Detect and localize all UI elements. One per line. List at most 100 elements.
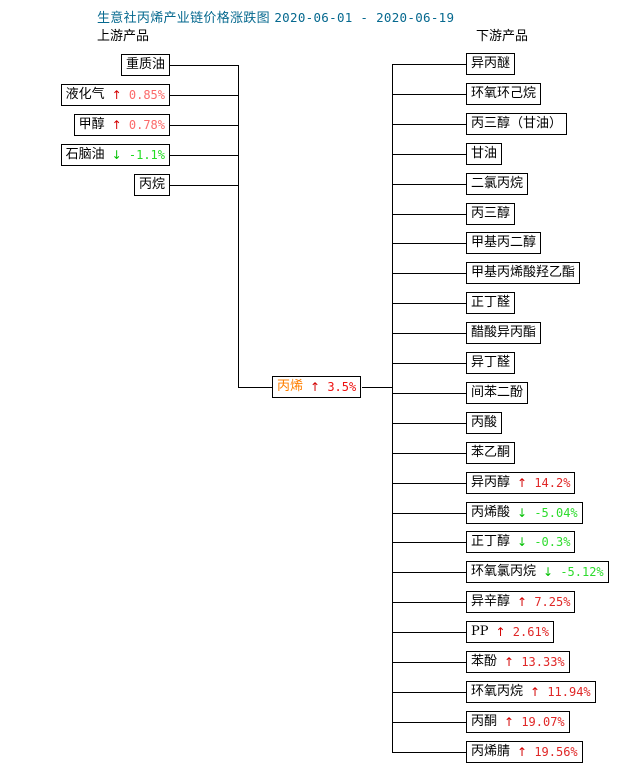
downstream-node[interactable]: PP ↑ 2.61% bbox=[466, 621, 554, 643]
node-change: ↑ 0.85% bbox=[112, 85, 165, 105]
downstream-node[interactable]: 环氧丙烷 ↑ 11.94% bbox=[466, 681, 596, 703]
chart-date-range: 2020-06-01 - 2020-06-19 bbox=[274, 10, 455, 25]
upstream-node[interactable]: 甲醇 ↑ 0.78% bbox=[73, 114, 170, 136]
connector-horizontal bbox=[170, 155, 238, 156]
connector-horizontal bbox=[170, 65, 238, 66]
upstream-node[interactable]: 重质油 bbox=[120, 54, 170, 76]
connector-horizontal bbox=[238, 387, 272, 388]
connector-horizontal bbox=[170, 125, 238, 126]
node-change: ↑ 2.61% bbox=[496, 622, 549, 642]
downstream-node[interactable]: 丙三醇（甘油） bbox=[466, 113, 568, 135]
arrow-up-icon: ↑ bbox=[517, 595, 528, 609]
chart-title: 生意社丙烯产业链价格涨跌图 2020-06-01 - 2020-06-19 bbox=[97, 7, 454, 26]
connector-horizontal bbox=[392, 662, 466, 663]
downstream-node[interactable]: 甲基丙烯酸羟乙酯 bbox=[466, 262, 581, 284]
node-label: 甲基丙烯酸羟乙酯 bbox=[471, 265, 576, 280]
connector-horizontal bbox=[392, 752, 466, 753]
downstream-node[interactable]: 二氯丙烷 bbox=[466, 173, 529, 195]
downstream-node[interactable]: 异辛醇 ↑ 7.25% bbox=[466, 591, 576, 613]
downstream-node[interactable]: 醋酸异丙酯 bbox=[466, 322, 542, 344]
upstream-node[interactable]: 液化气↑ 0.85% bbox=[60, 84, 170, 106]
downstream-node[interactable]: 正丁醛 bbox=[466, 292, 516, 314]
node-change-value: -1.1% bbox=[128, 148, 165, 162]
node-change-value: 2.61% bbox=[512, 625, 549, 639]
connector-horizontal bbox=[392, 184, 466, 185]
connector-horizontal bbox=[392, 513, 466, 514]
node-change: ↑ 7.25% bbox=[517, 592, 570, 612]
node-label: 间苯二酚 bbox=[471, 385, 524, 400]
downstream-node[interactable]: 甲基丙二醇 bbox=[466, 232, 542, 254]
downstream-node[interactable]: 丙烯酸↓ -5.04% bbox=[466, 502, 583, 524]
downstream-node[interactable]: 异丙醚 bbox=[466, 53, 516, 75]
node-label: 环氧丙烷 bbox=[471, 684, 524, 699]
arrow-down-icon: ↓ bbox=[517, 535, 528, 549]
node-label: 重质油 bbox=[125, 57, 165, 72]
node-change: ↑ 19.07% bbox=[504, 712, 565, 732]
node-change-value: -5.04% bbox=[534, 506, 578, 520]
node-label: 异丙醚 bbox=[471, 56, 511, 71]
connector-horizontal bbox=[392, 214, 466, 215]
connector-horizontal bbox=[362, 387, 392, 388]
downstream-node[interactable]: 异丁醛 bbox=[466, 352, 516, 374]
downstream-node[interactable]: 正丁醇↓ -0.3% bbox=[466, 531, 576, 553]
node-label: PP bbox=[471, 624, 489, 639]
node-label: 甲醇 bbox=[78, 117, 105, 132]
node-label: 丙酮 bbox=[471, 714, 498, 729]
arrow-up-icon: ↑ bbox=[517, 476, 528, 490]
node-label: 丙烯腈 bbox=[471, 744, 511, 759]
node-change-value: 7.25% bbox=[534, 595, 571, 609]
downstream-node[interactable]: 间苯二酚 bbox=[466, 382, 529, 404]
connector-horizontal bbox=[392, 273, 466, 274]
downstream-node[interactable]: 苯酚 ↑ 13.33% bbox=[466, 651, 570, 673]
node-change: ↑ 19.56% bbox=[517, 742, 578, 762]
node-change-value: 3.5% bbox=[327, 380, 357, 394]
downstream-node[interactable]: 丙酸 bbox=[466, 412, 503, 434]
connector-horizontal bbox=[392, 453, 466, 454]
center-node[interactable]: 丙烯↑ 3.5% bbox=[272, 376, 362, 398]
connector-horizontal bbox=[392, 154, 466, 155]
node-label: 醋酸异丙酯 bbox=[471, 325, 537, 340]
downstream-node[interactable]: 丙烯腈 ↑ 19.56% bbox=[466, 741, 583, 763]
connector-horizontal bbox=[392, 363, 466, 364]
node-label: 丙三醇（甘油） bbox=[471, 116, 563, 131]
upstream-node[interactable]: 丙烷 bbox=[133, 174, 170, 196]
arrow-up-icon: ↑ bbox=[495, 625, 506, 639]
node-label: 异丁醛 bbox=[471, 355, 511, 370]
node-label: 异辛醇 bbox=[471, 594, 511, 609]
downstream-node[interactable]: 苯乙酮 bbox=[466, 442, 516, 464]
connector-horizontal bbox=[392, 333, 466, 334]
connector-horizontal bbox=[392, 64, 466, 65]
connector-horizontal bbox=[392, 483, 466, 484]
node-label: 苯酚 bbox=[471, 654, 498, 669]
connector-horizontal bbox=[170, 185, 238, 186]
node-change: ↑ 11.94% bbox=[530, 682, 591, 702]
node-change: ↑ 14.2% bbox=[517, 473, 570, 493]
downstream-node[interactable]: 丙三醇 bbox=[466, 203, 516, 225]
downstream-node[interactable]: 甘油 bbox=[466, 143, 503, 165]
connector-horizontal bbox=[392, 124, 466, 125]
node-change: ↓ -5.04% bbox=[517, 503, 578, 523]
connector-horizontal bbox=[392, 243, 466, 244]
node-change: ↑ 0.78% bbox=[112, 115, 165, 135]
node-label: 丙酸 bbox=[471, 415, 498, 430]
upstream-node[interactable]: 石脑油↓ -1.1% bbox=[60, 144, 170, 166]
arrow-up-icon: ↑ bbox=[504, 655, 515, 669]
arrow-down-icon: ↓ bbox=[111, 148, 122, 162]
node-change-value: -0.3% bbox=[534, 535, 571, 549]
arrow-up-icon: ↑ bbox=[504, 715, 515, 729]
connector-horizontal bbox=[392, 632, 466, 633]
downstream-node[interactable]: 丙酮 ↑ 19.07% bbox=[466, 711, 570, 733]
node-change-value: 14.2% bbox=[534, 476, 571, 490]
connector-horizontal bbox=[392, 423, 466, 424]
downstream-node[interactable]: 环氧环己烷 bbox=[466, 83, 542, 105]
node-change-value: 0.85% bbox=[128, 88, 165, 102]
node-change-value: 19.56% bbox=[534, 745, 578, 759]
node-change: ↑ 13.33% bbox=[504, 652, 565, 672]
connector-vertical bbox=[392, 64, 393, 752]
connector-horizontal bbox=[392, 602, 466, 603]
connector-horizontal bbox=[392, 393, 466, 394]
downstream-node[interactable]: 异丙醇↑ 14.2% bbox=[466, 472, 576, 494]
downstream-node[interactable]: 环氧氯丙烷↓ -5.12% bbox=[466, 561, 609, 583]
connector-horizontal bbox=[392, 94, 466, 95]
node-change: ↓ -1.1% bbox=[112, 145, 165, 165]
